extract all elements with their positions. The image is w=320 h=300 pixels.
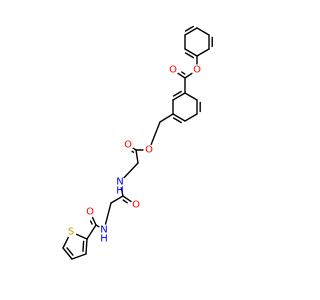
atom-background bbox=[191, 64, 203, 76]
atom-symbol-n: N bbox=[116, 177, 123, 188]
atom-background bbox=[98, 224, 110, 236]
atom-symbol-o: O bbox=[145, 145, 153, 156]
atom-symbol-s: S bbox=[68, 227, 74, 238]
atom-symbol-o: O bbox=[193, 65, 201, 76]
atom-o-amide-carbonyl: O bbox=[130, 199, 142, 211]
bond-17 bbox=[150, 121, 161, 146]
bond-23-double bbox=[122, 199, 128, 204]
bond-13 bbox=[184, 113, 198, 122]
bond-28 bbox=[86, 224, 97, 240]
atom-symbol-o: O bbox=[132, 200, 140, 211]
bond-12-double bbox=[172, 117, 182, 124]
bond-27-double bbox=[89, 220, 93, 225]
bond-23 bbox=[122, 195, 132, 203]
bond-33 bbox=[75, 233, 88, 240]
bond-27 bbox=[91, 216, 97, 226]
atom-background bbox=[167, 64, 179, 76]
bond-21 bbox=[123, 162, 139, 179]
atom-o-glycine-carbonyl: O bbox=[122, 139, 134, 151]
bond-31 bbox=[62, 247, 73, 260]
bond-29 bbox=[85, 238, 88, 255]
atom-o-thiophene-carbonyl: O bbox=[84, 206, 96, 218]
atom-symbol-n: N bbox=[100, 225, 107, 236]
bond-10-double bbox=[172, 90, 182, 97]
bond-30 bbox=[71, 253, 87, 260]
bond-25 bbox=[104, 202, 112, 225]
bond-29-double bbox=[82, 240, 85, 252]
atom-o-phenyl-ester: O bbox=[191, 64, 203, 76]
bond-10 bbox=[172, 92, 186, 101]
atom-symbol-o: O bbox=[86, 207, 94, 218]
atom-hydrogen: H bbox=[100, 234, 108, 245]
atom-background bbox=[65, 226, 77, 238]
bond-3 bbox=[196, 27, 210, 36]
bond-layer bbox=[62, 25, 213, 260]
bond-22 bbox=[120, 187, 124, 197]
atom-background bbox=[143, 144, 155, 156]
bond-2-double bbox=[184, 25, 194, 32]
atom-background bbox=[122, 139, 134, 151]
atom-o-benzyl-ester: O bbox=[143, 144, 155, 156]
bond-8 bbox=[177, 72, 186, 79]
bond-12 bbox=[172, 113, 186, 122]
atom-o-benzoate-carbonyl: O bbox=[167, 64, 179, 76]
bond-31-double bbox=[66, 247, 74, 256]
bond-5 bbox=[196, 48, 210, 57]
atom-n-thiophene-amide: NH bbox=[98, 224, 110, 245]
bond-32 bbox=[62, 236, 70, 249]
bond-8-double bbox=[181, 71, 186, 75]
bond-24 bbox=[110, 195, 124, 204]
atom-n-glycine-amide: NH bbox=[114, 176, 126, 197]
atom-background bbox=[84, 206, 96, 218]
atom-background bbox=[114, 176, 126, 188]
bond-2 bbox=[184, 27, 198, 36]
bond-7 bbox=[184, 72, 193, 79]
atom-hydrogen: H bbox=[116, 186, 124, 197]
atom-symbol-o: O bbox=[124, 140, 132, 151]
bond-0-double bbox=[184, 52, 194, 59]
atom-background bbox=[130, 199, 142, 211]
bond-20 bbox=[135, 149, 139, 164]
bond-16 bbox=[159, 113, 174, 123]
atom-symbol-o: O bbox=[169, 65, 177, 76]
bond-19-double bbox=[131, 150, 135, 153]
bond-0 bbox=[184, 48, 198, 57]
bond-15 bbox=[184, 92, 198, 101]
atom-s-thiophene: S bbox=[65, 226, 77, 238]
